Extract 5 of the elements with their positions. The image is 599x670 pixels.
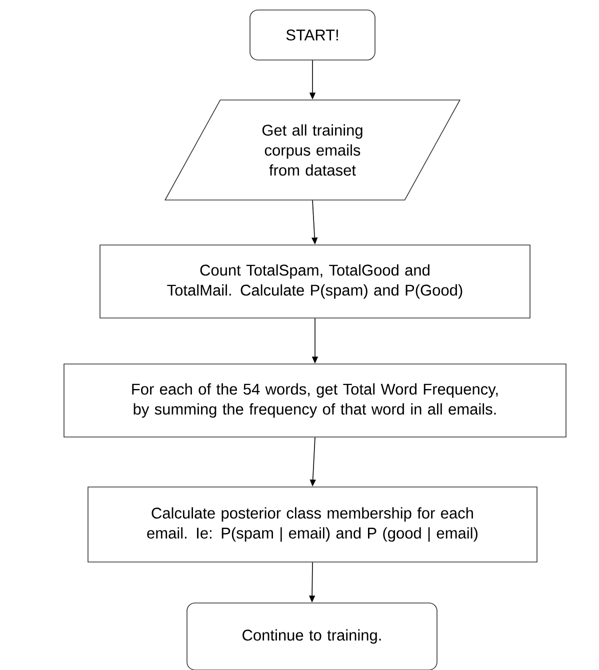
terminal-box: Continue to training. <box>186 602 438 670</box>
terminal-box: START! <box>250 10 376 60</box>
process-box: Calculate posterior class membership for each email. Ie: P(spam | email) and P (good | email) <box>88 486 538 562</box>
process-box: Count TotalSpam, TotalGood and TotalMail. Calculate P(spam) and P(Good) <box>100 244 530 318</box>
process-box: For each of the 54 words, get Total Word Frequency, by summing the frequency of that word in all emails. <box>64 364 566 438</box>
